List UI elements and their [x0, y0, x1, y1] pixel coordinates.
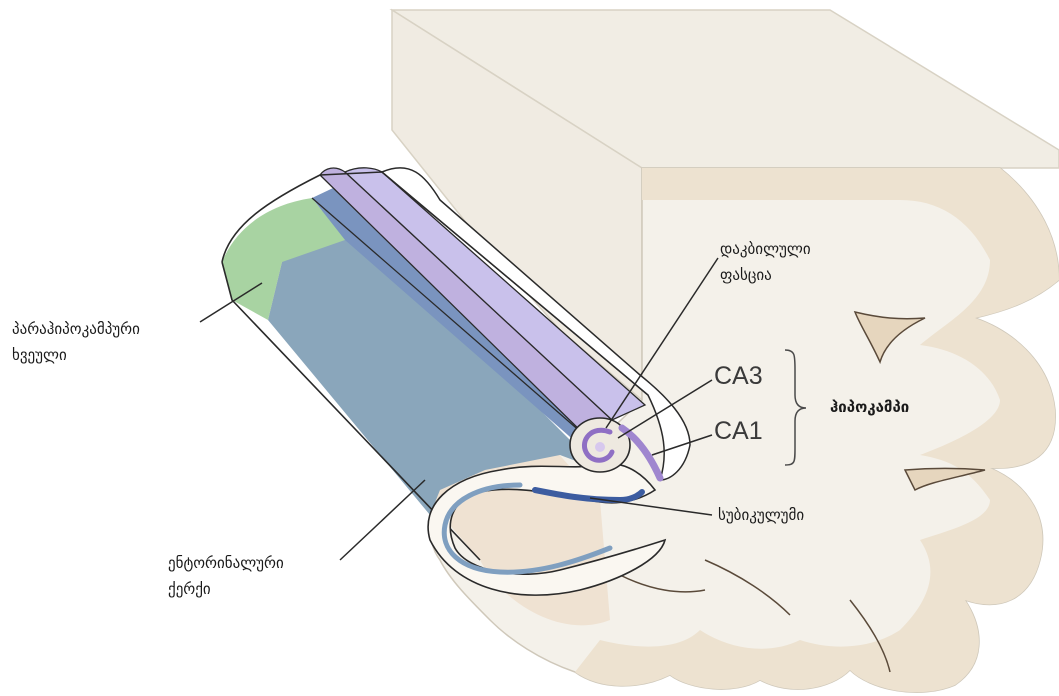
dentate-core: [595, 442, 605, 452]
leader-entorhinal: [340, 480, 425, 560]
label-ca3: CA3: [714, 362, 763, 391]
label-subiculum: სუბიკულუმი: [718, 502, 804, 528]
label-hippocampus: ჰიპოკამპი: [830, 398, 909, 416]
label-ca1: CA1: [714, 417, 763, 446]
label-dentate-gyrus: დაკბილული ფასცია: [720, 236, 811, 288]
label-parahippocampal-gyrus: პარაჰიპოკამპური ხვეული: [12, 316, 140, 368]
label-entorhinal-cortex: ენტორინალური ქერქი: [168, 550, 284, 602]
